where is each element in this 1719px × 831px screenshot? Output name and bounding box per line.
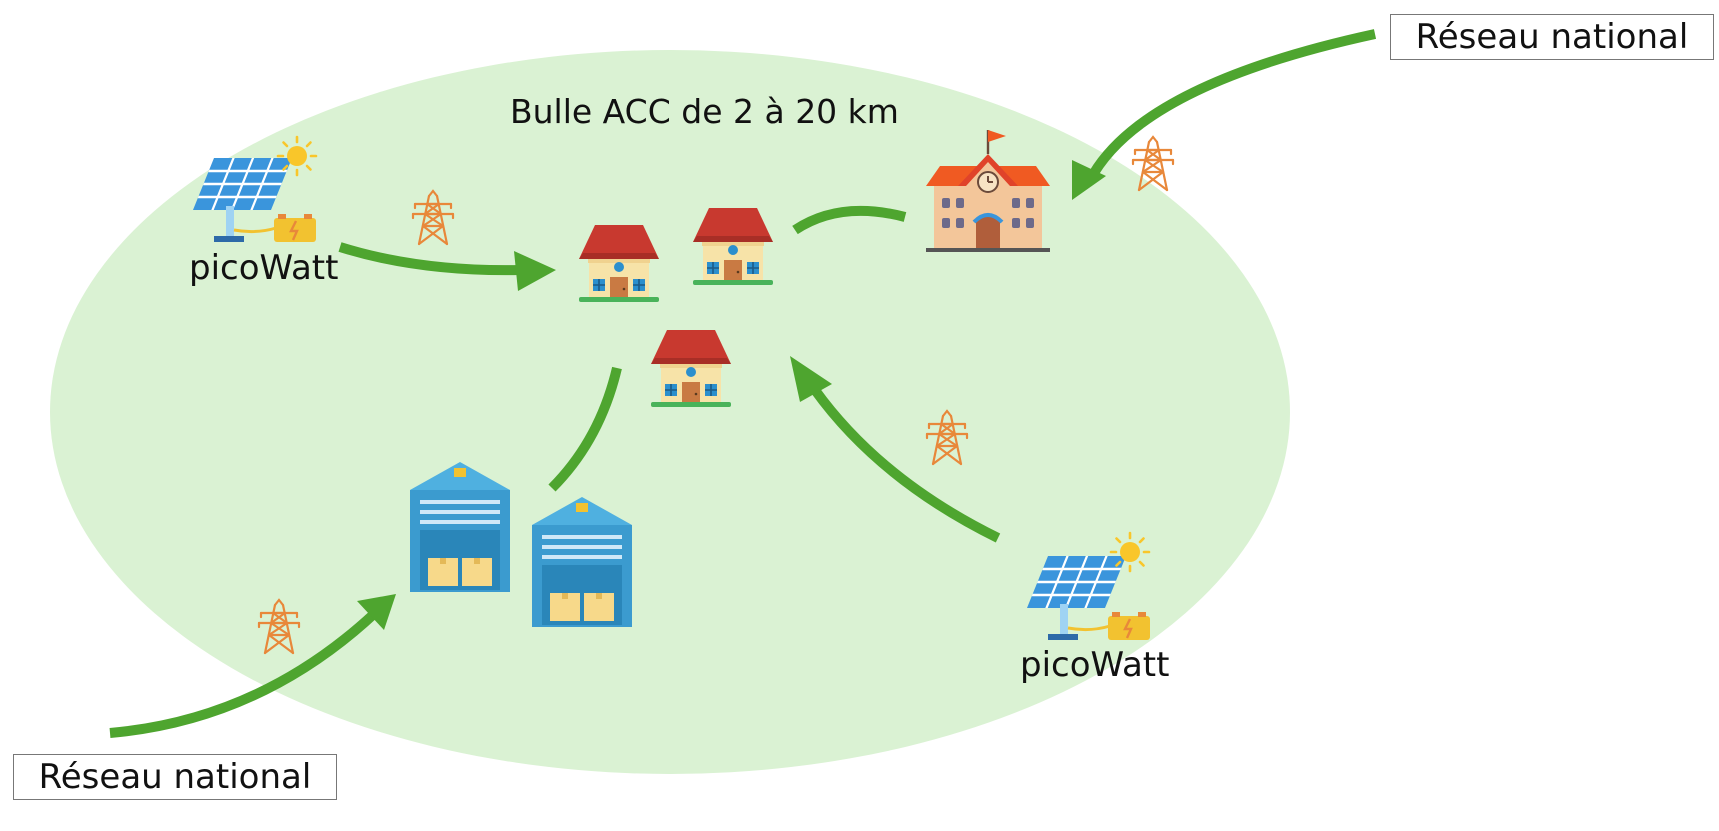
arrowhead [790,356,832,402]
grid-label-top: Réseau national [1390,14,1714,60]
house-icon [692,207,774,286]
arrowhead [514,251,556,291]
flow-arrows [109,29,1377,738]
bubble-title: Bulle ACC de 2 à 20 km [510,92,899,131]
house-icon [650,329,732,408]
grid-label-bottom: Réseau national [13,754,337,800]
arrowhead [1072,160,1106,200]
arrow-heads [357,160,1106,630]
producer-label: picoWatt [189,248,339,288]
arrow-school-link [548,366,622,492]
arrow-grid-to-school [1085,29,1377,183]
arrowhead [357,594,396,630]
house-icon [578,224,660,303]
sun-icon [276,135,318,177]
producer-label: picoWatt [1020,645,1170,685]
arrow-picowatt-to-houses [338,242,521,276]
arrow-grid-to-warehouses [109,609,379,738]
arrow-houses-to-school [792,205,907,235]
sun-icon [1109,531,1151,573]
arrow-picowatt-to-house [810,387,1001,543]
